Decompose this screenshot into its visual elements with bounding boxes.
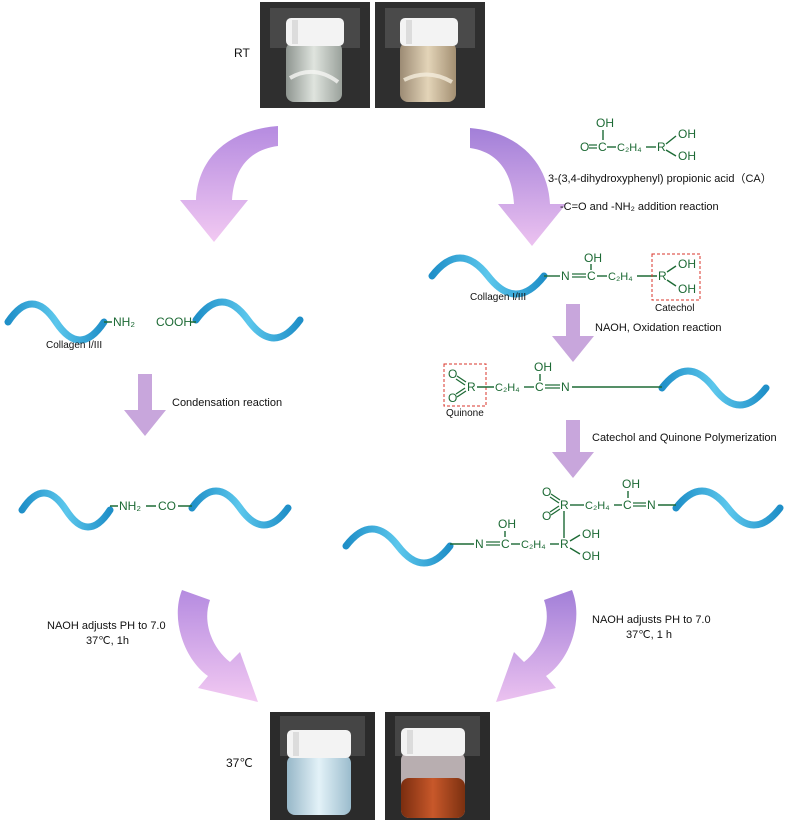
arrow-bottom-left (177, 590, 258, 702)
label-collagen-right: Collagen I/III (470, 292, 527, 303)
carboxyl-group: COOH (156, 315, 196, 329)
svg-text:OH: OH (584, 251, 602, 265)
ca-molecule: OH O C C₂H₄ R OH OH (580, 116, 696, 163)
arrow-top-right (470, 128, 566, 246)
svg-text:R: R (657, 140, 666, 154)
svg-text:N: N (647, 498, 656, 512)
svg-text:C₂H₄: C₂H₄ (521, 539, 546, 551)
arrow-down-left (124, 374, 166, 436)
svg-text:COOH: COOH (156, 315, 192, 329)
collagen-chain-right-poly-bottom (342, 525, 454, 567)
collagen-chain-left-1 (4, 300, 108, 344)
label-naoh-left-2: 37℃, 1h (86, 635, 129, 647)
label-rt: RT (234, 46, 250, 60)
svg-text:OH: OH (678, 257, 696, 271)
svg-text:CO: CO (158, 499, 176, 513)
catechol-box (651, 253, 701, 301)
svg-text:R: R (467, 380, 476, 394)
svg-text:N: N (475, 537, 484, 551)
photo-37c-collagen-ca (385, 712, 490, 820)
collagen-chain-right-quinone (658, 367, 770, 409)
collagen-chain-left-amide-b (188, 487, 292, 529)
catechol-adduct: N C OH C₂H₄ R OH OH (544, 251, 701, 301)
svg-text:O: O (448, 391, 457, 405)
svg-text:C₂H₄: C₂H₄ (585, 500, 610, 512)
svg-text:OH: OH (678, 282, 696, 296)
label-naoh-right-2: 37℃, 1 h (626, 629, 672, 641)
arrow-top-left (180, 126, 278, 242)
photo-rt-collagen-ca (375, 2, 485, 108)
svg-text:OH: OH (678, 149, 696, 163)
label-naoh-right-1: NAOH adjusts PH to 7.0 (592, 614, 711, 626)
arrow-down-right-2 (552, 420, 594, 478)
quinone-adduct: O O R C₂H₄ C OH N (443, 360, 662, 407)
label-naoh-left-1: NAOH adjusts PH to 7.0 (47, 620, 166, 632)
svg-text:OH: OH (534, 360, 552, 374)
arrow-bottom-right (496, 590, 577, 702)
svg-text:OH: OH (582, 527, 600, 541)
svg-text:C: C (598, 140, 607, 154)
svg-text:O: O (580, 140, 589, 154)
amide-bond: NH₂ CO (110, 499, 192, 513)
amine-group: NH₂ (104, 315, 135, 329)
svg-text:N: N (561, 269, 570, 283)
svg-text:OH: OH (582, 549, 600, 563)
svg-text:C₂H₄: C₂H₄ (608, 271, 633, 283)
svg-text:C₂H₄: C₂H₄ (495, 382, 520, 394)
svg-text:C: C (623, 498, 632, 512)
collagen-chain-right-ca (428, 254, 548, 298)
polymer-product: O O R C₂H₄ C OH N N C OH C₂H₄ R OH OH (450, 477, 676, 563)
svg-text:OH: OH (498, 517, 516, 531)
svg-text:C: C (535, 380, 544, 394)
svg-text:NH₂: NH₂ (113, 315, 135, 329)
label-ca-name: 3-(3,4-dihydroxyphenyl) propionic acid（C… (548, 173, 772, 185)
collagen-chain-right-poly-top (672, 487, 784, 529)
label-polymerization: Catechol and Quinone Polymerization (592, 432, 777, 444)
svg-text:R: R (560, 498, 569, 512)
label-oxidation: NAOH, Oxidation reaction (595, 322, 722, 334)
label-condensation: Condensation reaction (172, 397, 283, 409)
svg-text:OH: OH (622, 477, 640, 491)
svg-text:OH: OH (596, 116, 614, 130)
label-37c: 37℃ (226, 756, 253, 770)
svg-text:N: N (561, 380, 570, 394)
arrow-down-right-1 (552, 304, 594, 362)
svg-text:OH: OH (678, 127, 696, 141)
label-addition-reaction: -C=O and -NH₂ addition reaction (560, 201, 719, 213)
label-catechol: Catechol (655, 303, 695, 314)
photo-37c-collagen (270, 712, 375, 820)
photo-rt-collagen (260, 2, 370, 108)
svg-text:C: C (501, 537, 510, 551)
svg-text:NH₂: NH₂ (119, 499, 141, 513)
svg-text:C₂H₄: C₂H₄ (617, 142, 642, 154)
label-quinone: Quinone (446, 408, 484, 419)
svg-text:O: O (542, 485, 551, 499)
svg-text:R: R (658, 269, 667, 283)
collagen-chain-left-amide-a (18, 489, 114, 531)
svg-text:R: R (560, 537, 569, 551)
svg-text:C: C (587, 269, 596, 283)
label-collagen-left: Collagen I/III (46, 340, 103, 351)
svg-text:O: O (448, 367, 457, 381)
collagen-chain-left-2 (192, 298, 304, 342)
svg-text:O: O (542, 509, 551, 523)
quinone-box (443, 363, 487, 407)
